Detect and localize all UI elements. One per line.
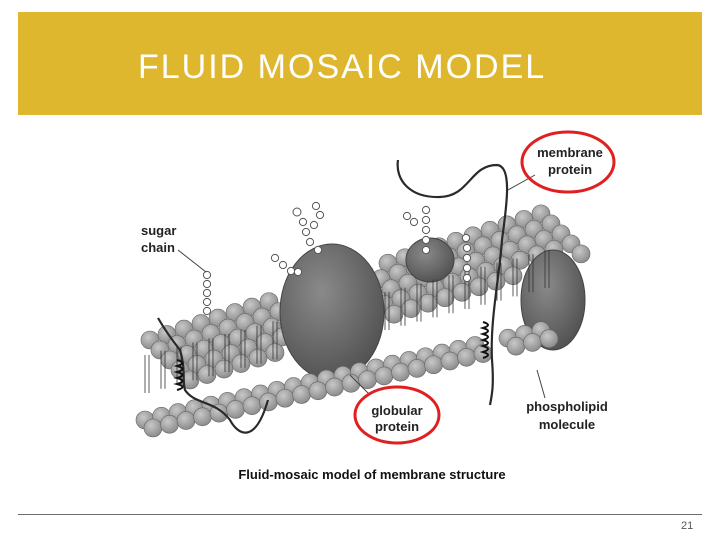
label-molecule: molecule bbox=[539, 417, 595, 432]
label-protein: protein bbox=[548, 162, 592, 177]
label-phospholipid: phospholipid bbox=[526, 399, 608, 414]
phospholipid-head bbox=[292, 385, 311, 404]
transmembrane-chain-left bbox=[157, 317, 270, 434]
phospholipid-head bbox=[242, 396, 262, 415]
phospholipid-head bbox=[440, 351, 460, 371]
label-chain: chain bbox=[141, 240, 175, 255]
phospholipid-head bbox=[407, 359, 427, 378]
fluid-mosaic-diagram: membrane protein sugar chain globular pr… bbox=[135, 130, 616, 482]
phospholipid-head bbox=[457, 348, 476, 367]
phospholipid-head bbox=[384, 304, 404, 324]
label-globular-protein: protein bbox=[375, 419, 419, 434]
phospholipid-head bbox=[391, 362, 410, 382]
label-membrane: membrane bbox=[537, 145, 603, 160]
phospholipid-head bbox=[226, 400, 245, 419]
phospholipid-head bbox=[539, 329, 559, 349]
page-number: 21 bbox=[681, 520, 694, 532]
phospholipid-head bbox=[571, 244, 591, 264]
phospholipid-head bbox=[143, 418, 163, 438]
phospholipid-head bbox=[308, 381, 328, 401]
sugar-chains bbox=[202, 201, 472, 316]
phospholipid-head bbox=[473, 344, 493, 363]
phospholipid-head bbox=[193, 407, 212, 427]
phospholipid-head bbox=[374, 366, 394, 386]
phospholipid-head bbox=[506, 336, 526, 356]
diagram-caption: Fluid-mosaic model of membrane structure bbox=[238, 467, 505, 482]
phospholipid-head bbox=[265, 343, 285, 362]
phospholipid-head bbox=[325, 377, 344, 397]
phospholipid-head bbox=[435, 288, 455, 308]
label-globular: globular bbox=[371, 403, 422, 418]
phospholipid-head bbox=[452, 282, 472, 302]
title-banner bbox=[18, 12, 702, 115]
phospholipid-head bbox=[176, 411, 196, 430]
globular-protein-back bbox=[405, 237, 455, 283]
slide-title: FLUID MOSAIC MODEL bbox=[138, 48, 547, 86]
phospholipid-head bbox=[401, 299, 421, 319]
phospholipid-head bbox=[275, 388, 295, 408]
lipid-tails bbox=[144, 250, 550, 393]
phospholipid-head bbox=[248, 348, 268, 368]
highlight-globular-protein bbox=[353, 385, 441, 445]
footer-rule bbox=[18, 514, 702, 515]
globular-protein bbox=[279, 243, 385, 381]
phospholipid-head bbox=[469, 277, 489, 297]
helix-left bbox=[173, 359, 184, 391]
highlight-membrane-protein bbox=[520, 130, 616, 194]
phospholipid-head bbox=[197, 365, 217, 384]
phospholipid-head bbox=[523, 333, 542, 352]
phospholipid-head bbox=[341, 374, 361, 393]
membrane-protein-chain bbox=[396, 159, 509, 406]
lower-leaflet bbox=[135, 321, 559, 438]
phospholipid-head bbox=[424, 355, 443, 375]
phospholipid-head bbox=[214, 359, 234, 379]
phospholipid-head bbox=[418, 293, 438, 313]
label-sugar: sugar bbox=[141, 223, 176, 238]
phospholipid-head bbox=[160, 414, 179, 434]
helix-center bbox=[479, 321, 489, 359]
